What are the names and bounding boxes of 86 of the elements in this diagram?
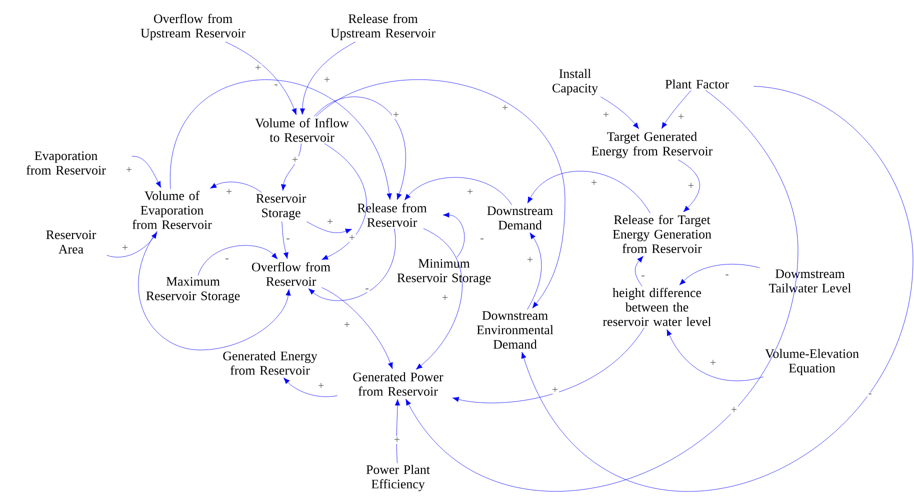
polarity-sign: -	[867, 392, 873, 398]
variable-label: Release for Target Energy Generation from Reservoir	[612, 214, 712, 254]
variable-label: Plant Factor	[665, 79, 729, 89]
arrow	[666, 329, 764, 381]
polarity-sign: -	[273, 84, 279, 88]
polarity-sign: +	[730, 406, 738, 414]
variable-label: Minimum Reservoir Storage	[397, 259, 491, 285]
polarity-sign: +	[677, 113, 685, 121]
arrow	[404, 177, 512, 205]
arrow	[106, 232, 158, 258]
polarity-sign: +	[687, 182, 695, 190]
variable-label: Volume of Evaporation from Reservoir	[132, 190, 212, 230]
polarity-sign: -	[224, 258, 230, 262]
arrow	[527, 171, 650, 214]
arrow	[394, 399, 400, 464]
arrow	[662, 90, 692, 129]
arrow	[679, 264, 760, 286]
arrow	[308, 228, 396, 301]
variable-label: Release from Reservoir	[358, 203, 427, 227]
variable-label: Overflow from Reservoir	[252, 262, 330, 286]
variable-label: Generated Power from Reservoir	[353, 372, 444, 396]
variable-label: Reservoir Area	[46, 230, 96, 254]
arrow	[132, 156, 162, 188]
variable-label: Dowmstream Tailwater Level	[768, 269, 852, 293]
polarity-sign: +	[551, 386, 559, 394]
variable-label: Volume of Inflow to Reservoir	[255, 118, 349, 142]
variable-label: Overflow from Upstream Reservoir	[140, 14, 246, 40]
polarity-sign: +	[602, 111, 610, 119]
polarity-sign: +	[291, 156, 299, 164]
arrow	[678, 160, 700, 212]
variable-label: Target Generated Energy from Reservoir	[592, 132, 713, 158]
arrow	[300, 42, 356, 115]
polarity-sign: +	[343, 321, 351, 329]
arrow	[635, 256, 644, 286]
arrow	[284, 378, 338, 397]
arrow	[406, 90, 798, 492]
polarity-sign: +	[317, 382, 325, 390]
polarity-sign: -	[285, 238, 291, 242]
variable-label: Reservoir Storage	[256, 194, 306, 220]
arrow	[281, 143, 302, 191]
arrow	[521, 86, 914, 492]
polarity-sign: +	[501, 104, 509, 112]
arrow	[316, 79, 566, 308]
arrow	[442, 212, 465, 258]
polarity-sign: +	[225, 188, 233, 196]
arrow	[306, 221, 352, 234]
arrow	[527, 232, 542, 310]
arrow	[322, 143, 367, 260]
variable-label: height difference between the reservoir water level	[602, 288, 712, 326]
polarity-sign: +	[125, 166, 133, 174]
variable-label: Release from Upstream Reservoir	[330, 14, 436, 40]
variable-label: Maximum Reservoir Storage	[146, 277, 240, 303]
polarity-sign: +	[254, 64, 262, 72]
polarity-sign: +	[709, 359, 717, 367]
polarity-sign: -	[724, 274, 730, 278]
variable-label: Power Plant Efficiency	[366, 464, 430, 492]
arrow	[282, 221, 288, 259]
variable-label: Generated Energy from Reservoir	[223, 351, 318, 375]
variable-label: Downstream Environmental Demand	[476, 311, 554, 349]
polarity-sign: +	[441, 294, 449, 302]
polarity-sign: +	[323, 76, 331, 84]
polarity-sign: +	[326, 218, 334, 226]
polarity-sign: -	[479, 238, 485, 242]
arrow	[170, 80, 392, 200]
polarity-sign: -	[364, 288, 370, 292]
arrow	[138, 230, 291, 350]
variable-label: Volume-Elevation Equation	[765, 348, 859, 376]
polarity-sign: +	[393, 436, 401, 444]
arrow	[225, 42, 297, 115]
arrow	[452, 328, 644, 404]
polarity-sign: +	[392, 111, 400, 119]
polarity-sign: +	[348, 234, 356, 242]
arrow	[210, 182, 262, 193]
polarity-sign: +	[526, 256, 534, 264]
arrow	[198, 245, 278, 276]
polarity-sign: -	[640, 274, 646, 280]
polarity-sign: +	[121, 244, 129, 252]
variable-label: Downstream Demand	[487, 206, 553, 230]
variable-label: Evaporation from Reservoir	[26, 151, 106, 175]
polarity-sign: +	[590, 179, 598, 187]
variable-label: Install Capacity	[552, 68, 598, 96]
arrow	[322, 287, 393, 370]
arrow	[416, 228, 462, 370]
arrow	[314, 96, 406, 200]
arrow	[600, 96, 639, 129]
polarity-sign: +	[466, 188, 474, 196]
